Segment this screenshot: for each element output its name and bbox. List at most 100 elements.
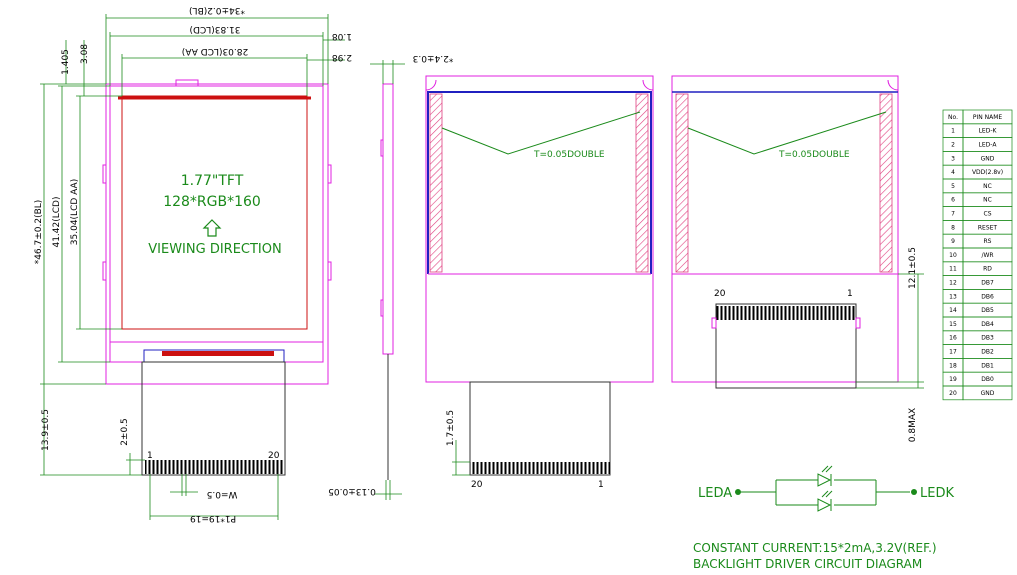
dim-left-2: 2±0.5	[120, 418, 130, 446]
tape-left-b	[635, 93, 649, 273]
pin-name: RESET	[978, 224, 998, 231]
tape-leader-left	[441, 111, 641, 155]
pin-table-row: 13 DB6	[942, 289, 1013, 304]
back-left-fpc-pins	[470, 462, 610, 474]
pin-name: NC	[983, 197, 992, 204]
pin-table-row: 17 DB2	[942, 344, 1013, 359]
led-diode-icon	[817, 490, 833, 512]
back-left-pin-1: 1	[598, 480, 604, 490]
dim-right-298: 2.98	[332, 52, 352, 62]
resolution-label: 128*RGB*160	[163, 194, 261, 210]
ledk-terminal	[911, 489, 917, 495]
back-left-fpc	[469, 381, 611, 476]
pin-name: DB2	[981, 349, 994, 356]
up-arrow-icon	[202, 219, 222, 237]
dim-121: 12.1±0.5	[908, 247, 918, 289]
tape-label-right: T=0.05DOUBLE	[778, 150, 850, 160]
lcd-outline	[121, 95, 308, 330]
dim-top-bl: *34±0.2(BL)	[189, 5, 245, 15]
pin-number: 1	[951, 128, 955, 135]
back-right-fpc-tab-a	[711, 317, 717, 329]
pin-name: DB6	[981, 293, 994, 300]
pin-number: 9	[951, 238, 955, 245]
pin-name: VDD(2.8v)	[972, 169, 1003, 176]
tab-right-2	[327, 261, 332, 281]
top-tab	[175, 79, 199, 87]
back-left-panel-edge	[427, 91, 652, 274]
corner-left-tr	[642, 79, 654, 91]
back-right-fpc	[715, 303, 857, 389]
pin-table-row: 10/WR	[942, 247, 1013, 263]
tape-leader-right	[687, 111, 887, 155]
back-right-fpc-pins	[716, 306, 856, 320]
dim-08max: 0.8MAX	[908, 408, 918, 442]
pin-number: 11	[949, 266, 957, 273]
pin-name: GND	[981, 390, 995, 397]
pin-number: 13	[949, 293, 957, 300]
pin-name: DB1	[981, 362, 994, 369]
leda-terminal	[735, 489, 741, 495]
back-view-right: T=0.05DOUBLE 20 1 12.1±0.5 0.8MAX	[671, 75, 924, 442]
back-right-fpc-tab-b	[855, 317, 861, 329]
dim-fpc-thickness: 0.13±0.05	[328, 486, 376, 496]
tft-size-label: 1.77"TFT	[181, 173, 244, 189]
back-right-outline	[671, 75, 899, 383]
side-tab-1	[380, 139, 384, 157]
pin-table-row: 7 CS	[942, 206, 1013, 221]
dim-top-lcd: 31.83(LCD)	[189, 24, 240, 34]
backlight-caption-2: BACKLIGHT DRIVER CIRCUIT DIAGRAM	[693, 557, 922, 571]
backlight-outline	[105, 83, 329, 385]
pin-number: 20	[949, 390, 957, 397]
tape-label-left: T=0.05DOUBLE	[533, 150, 605, 160]
pin-name: DB4	[981, 321, 994, 328]
tape-right-b	[879, 93, 893, 273]
fpc-red-strip	[162, 351, 274, 356]
side-tab-2	[380, 299, 384, 317]
backlight-caption-1: CONSTANT CURRENT:15*2mA,3.2V(REF.)	[693, 541, 937, 555]
tab-right-1	[327, 164, 332, 184]
dim-pin-pitch: P1*19=19	[190, 513, 236, 523]
pin-number: 5	[951, 183, 955, 190]
pin-number: 16	[949, 335, 957, 342]
pin-name: PIN NAME	[973, 114, 1003, 121]
pin-number: 6	[951, 197, 955, 204]
pin-number: 8	[951, 224, 955, 231]
back-right-pin-20: 20	[714, 289, 726, 299]
back-left-outline	[425, 75, 654, 383]
tape-right-a	[675, 93, 689, 273]
pin-number: 19	[949, 376, 957, 383]
pin-name: GND	[981, 155, 995, 162]
pin-number: 17	[949, 349, 957, 356]
leda-label: LEDA	[698, 486, 732, 501]
pin-name: CS	[984, 211, 992, 218]
dim-left-lcd-aa: 35.04(LCD AA)	[70, 179, 80, 245]
pin-table-row: 20 GND	[942, 385, 1013, 401]
pin-name: DB7	[981, 280, 994, 287]
front-view: 1.77"TFT 128*RGB*160 VIEWING DIRECTION *…	[34, 5, 352, 523]
pin-number: 7	[951, 211, 955, 218]
dim-right-108: 1.08	[332, 31, 352, 41]
pin-table-header: No. PIN NAME	[942, 109, 1013, 125]
side-body	[382, 83, 394, 355]
fpc-pin-20-label: 20	[268, 451, 280, 461]
viewing-direction-label: VIEWING DIRECTION	[148, 242, 281, 257]
dim-thickness: *2.4±0.3	[413, 53, 454, 63]
pin-number: 2	[951, 142, 955, 149]
dim-left-bl: *46.7±0.2(BL)	[34, 200, 44, 265]
pin-table-row: 6 NC	[942, 192, 1013, 207]
tab-left-1	[102, 164, 107, 184]
pin-number: No.	[948, 114, 958, 121]
dim-top-lcd-aa: 28.03(LCD AA)	[182, 46, 248, 56]
pin-number: 14	[949, 307, 957, 314]
